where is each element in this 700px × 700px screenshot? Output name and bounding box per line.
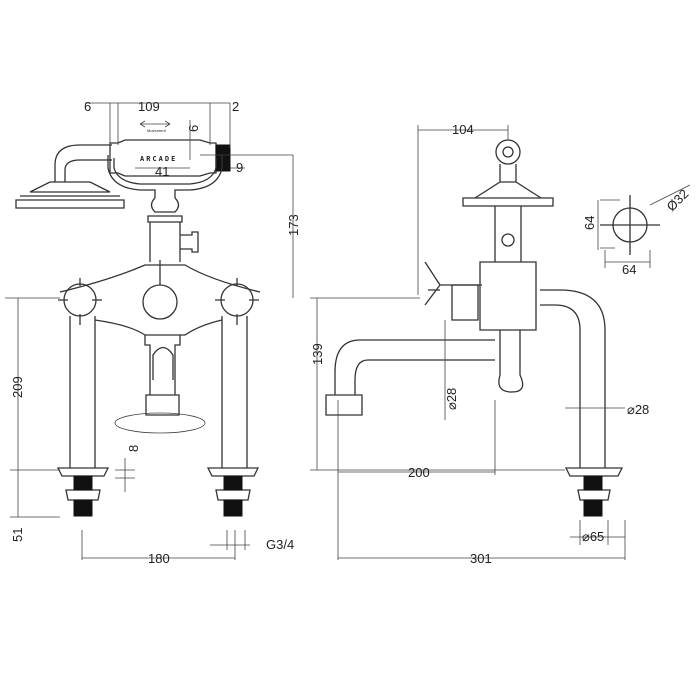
top-valve <box>495 139 521 165</box>
dim-valve-offset: 104 <box>452 122 474 137</box>
dim-gap-right: 2 <box>232 99 239 114</box>
dim-centres: 180 <box>148 551 170 566</box>
cold-handle <box>220 283 254 317</box>
dim-leg-dia: ⌀28 <box>627 402 649 417</box>
spout <box>114 335 206 434</box>
side-view: 104 139 ⌀28 ⌀28 200 ⌀65 301 <box>310 122 649 566</box>
dim-handset-length: 109 <box>138 99 160 114</box>
cradle-and-column <box>107 155 223 262</box>
handle-dia: Ø32 <box>664 186 692 214</box>
hot-handle <box>63 283 97 317</box>
handset-cap <box>215 144 231 172</box>
handle-detail: 64 64 Ø32 <box>582 184 692 277</box>
dim-shank-length: 51 <box>10 528 25 542</box>
dim-base-dia: ⌀65 <box>582 529 604 544</box>
front-dimensions: 6 109 2 6 9 41 173 209 8 51 180 G3/4 <box>5 99 301 566</box>
side-dimensions: 104 139 ⌀28 ⌀28 200 ⌀65 301 <box>310 122 649 566</box>
dim-gap-left: 6 <box>84 99 91 114</box>
dim-spout-reach: 200 <box>408 465 430 480</box>
shower-handset: ARCADE Movement <box>15 120 231 209</box>
dim-cradle-height: 6 <box>186 125 201 132</box>
handle-width: 64 <box>622 262 636 277</box>
dim-cap: 9 <box>236 160 243 175</box>
dim-thread: G3/4 <box>266 537 294 552</box>
front-view: ARCADE Movement 6 109 2 6 9 41 173 209 8… <box>5 99 301 566</box>
dim-cradle-width: 41 <box>155 164 169 179</box>
brand-label: ARCADE <box>140 155 177 163</box>
mixer-body <box>58 260 261 336</box>
dim-height-above-body: 173 <box>286 214 301 236</box>
dim-base-thickness: 8 <box>126 445 141 452</box>
diverter-handle <box>142 284 178 320</box>
movement-label: Movement <box>147 128 167 133</box>
dim-spout-height: 139 <box>310 343 325 365</box>
dim-spout-dia: ⌀28 <box>444 388 459 410</box>
dim-leg-height: 209 <box>10 376 25 398</box>
legs <box>56 316 260 517</box>
handle-height: 64 <box>582 216 597 230</box>
dim-overall-depth: 301 <box>470 551 492 566</box>
